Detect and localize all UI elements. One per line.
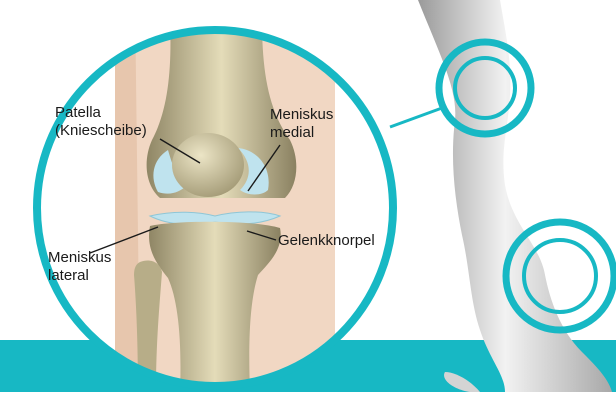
label-patella: Patella (Kniescheibe) xyxy=(55,104,147,140)
magnified-knee xyxy=(37,0,393,392)
patella xyxy=(172,133,244,197)
zoom-connector xyxy=(390,108,442,127)
label-patella-line1: Patella xyxy=(55,104,147,122)
label-meniskus-medial: Meniskus medial xyxy=(270,106,333,142)
zoom-ring-ankle xyxy=(506,222,614,330)
label-meniskus-lateral-line2: lateral xyxy=(48,267,111,285)
label-gelenkknorpel-line1: Gelenkknorpel xyxy=(278,232,375,250)
label-patella-line2: (Kniescheibe) xyxy=(55,122,147,140)
label-meniskus-lateral: Meniskus lateral xyxy=(48,249,111,285)
label-meniskus-medial-line2: medial xyxy=(270,124,333,142)
label-meniskus-lateral-line1: Meniskus xyxy=(48,249,111,267)
label-meniskus-medial-line1: Meniskus xyxy=(270,106,333,124)
label-gelenkknorpel: Gelenkknorpel xyxy=(278,232,375,250)
